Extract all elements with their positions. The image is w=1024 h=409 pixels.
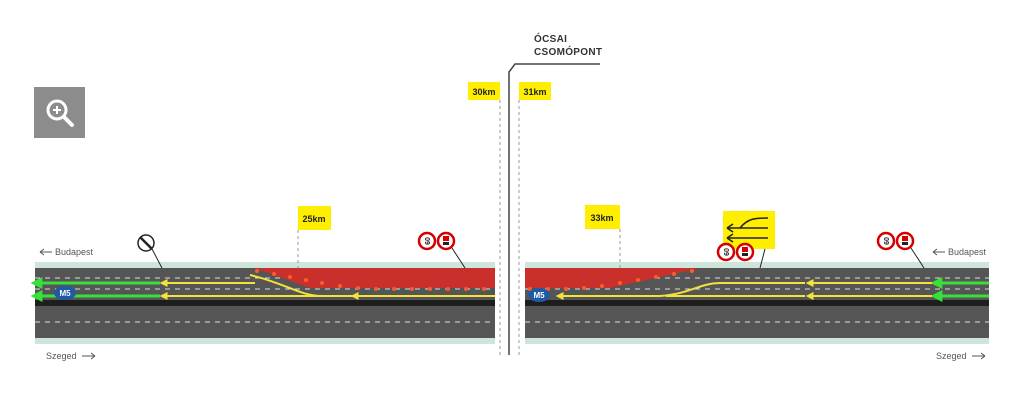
direction-szeged-right-label: Szeged: [936, 351, 967, 361]
left-road-segment: M5: [30, 262, 495, 344]
right-works-zone: [525, 268, 700, 288]
left-median: [35, 300, 495, 306]
km-marker-30: 30km: [468, 82, 500, 100]
right-m5-shield: M5: [528, 288, 550, 302]
km-marker-25: 25km: [297, 206, 331, 268]
right-speed-signs: 60: [876, 231, 925, 269]
direction-szeged-left: Szeged: [46, 351, 96, 361]
right-speed-limit-value: 60: [884, 237, 891, 245]
direction-budapest-right: Budapest: [932, 247, 987, 257]
left-m5-label: M5: [59, 289, 71, 298]
right-speed-limit-sign-icon: [876, 231, 896, 251]
left-m5-shield: M5: [54, 286, 76, 300]
direction-szeged-left-label: Szeged: [46, 351, 77, 361]
left-speed-signs: 60: [417, 231, 466, 269]
left-yellow-merge: [249, 274, 323, 297]
left-speed-limit-value: 60: [425, 237, 432, 245]
junction-title-line1: ÓCSAI: [534, 34, 568, 45]
lane-merge-sign-icon: [723, 211, 775, 269]
middle-speed-limit-value: 60: [724, 248, 731, 256]
right-median: [525, 300, 989, 306]
km-marker-30-label: 30km: [472, 87, 495, 97]
right-m5-label: M5: [533, 291, 545, 300]
end-of-restrictions-sign-icon: [137, 234, 163, 269]
km-marker-31-label: 31km: [523, 87, 546, 97]
left-works-zone: [255, 268, 495, 288]
right-shoulder-top: [525, 262, 989, 268]
right-shoulder-bottom: [525, 338, 989, 344]
right-road-segment: M5: [525, 262, 989, 344]
direction-budapest-left: Budapest: [39, 247, 94, 257]
km-marker-31: 31km: [519, 82, 551, 100]
direction-budapest-right-label: Budapest: [948, 247, 987, 257]
junction-divider: [499, 63, 600, 355]
middle-speed-signs: 60: [716, 242, 755, 262]
left-speed-limit-sign-icon: [417, 231, 437, 251]
km-marker-33-label: 33km: [590, 213, 613, 223]
direction-budapest-left-label: Budapest: [55, 247, 94, 257]
zoom-button[interactable]: [34, 87, 85, 138]
km-marker-25-label: 25km: [302, 214, 325, 224]
left-shoulder-top: [35, 262, 495, 268]
left-cone-dots: [255, 269, 486, 291]
zoom-in-icon: [46, 99, 74, 127]
left-shoulder-bottom: [35, 338, 495, 344]
km-marker-33: 33km: [585, 205, 621, 268]
right-cone-dots: [528, 269, 694, 291]
junction-title-line2: CSOMÓPONT: [534, 47, 603, 58]
middle-speed-limit-sign-icon: [716, 242, 736, 262]
direction-szeged-right: Szeged: [936, 351, 986, 361]
